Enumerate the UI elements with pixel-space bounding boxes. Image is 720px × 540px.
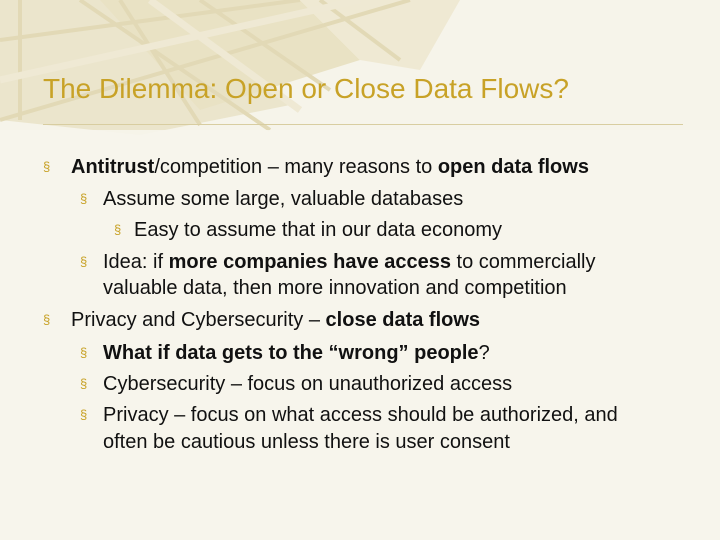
bullet-idea-continuation: valuable data, then more innovation and … <box>103 277 567 299</box>
bullet-marker-icon: § <box>43 312 51 327</box>
title-divider <box>43 124 683 125</box>
slide-title: The Dilemma: Open or Close Data Flows? <box>43 73 569 104</box>
bullet-marker-icon: § <box>114 222 122 237</box>
bullet-idea: § Idea: if more companies have access to… <box>80 251 596 273</box>
bullet-privacy-cyber: § Privacy and Cybersecurity – close data… <box>43 309 481 331</box>
bullet-wrong-people: § What if data gets to the “wrong” peopl… <box>80 342 490 364</box>
bullet-marker-icon: § <box>80 345 88 360</box>
bullet-antitrust: § Antitrust/competition – many reasons t… <box>43 156 589 178</box>
bullet-marker-icon: § <box>80 254 88 269</box>
bullet-assume-databases: § Assume some large, valuable databases <box>80 188 464 210</box>
bullet-privacy-continuation: often be cautious unless there is user c… <box>103 431 510 453</box>
bullet-marker-icon: § <box>80 376 88 391</box>
bullet-marker-icon: § <box>80 191 88 206</box>
bullet-marker-icon: § <box>80 407 88 422</box>
bullet-marker-icon: § <box>43 159 51 174</box>
bullet-cybersecurity: § Cybersecurity – focus on unauthorized … <box>80 373 513 395</box>
bullet-privacy: § Privacy – focus on what access should … <box>80 404 618 426</box>
bullet-data-economy: § Easy to assume that in our data econom… <box>114 219 502 241</box>
